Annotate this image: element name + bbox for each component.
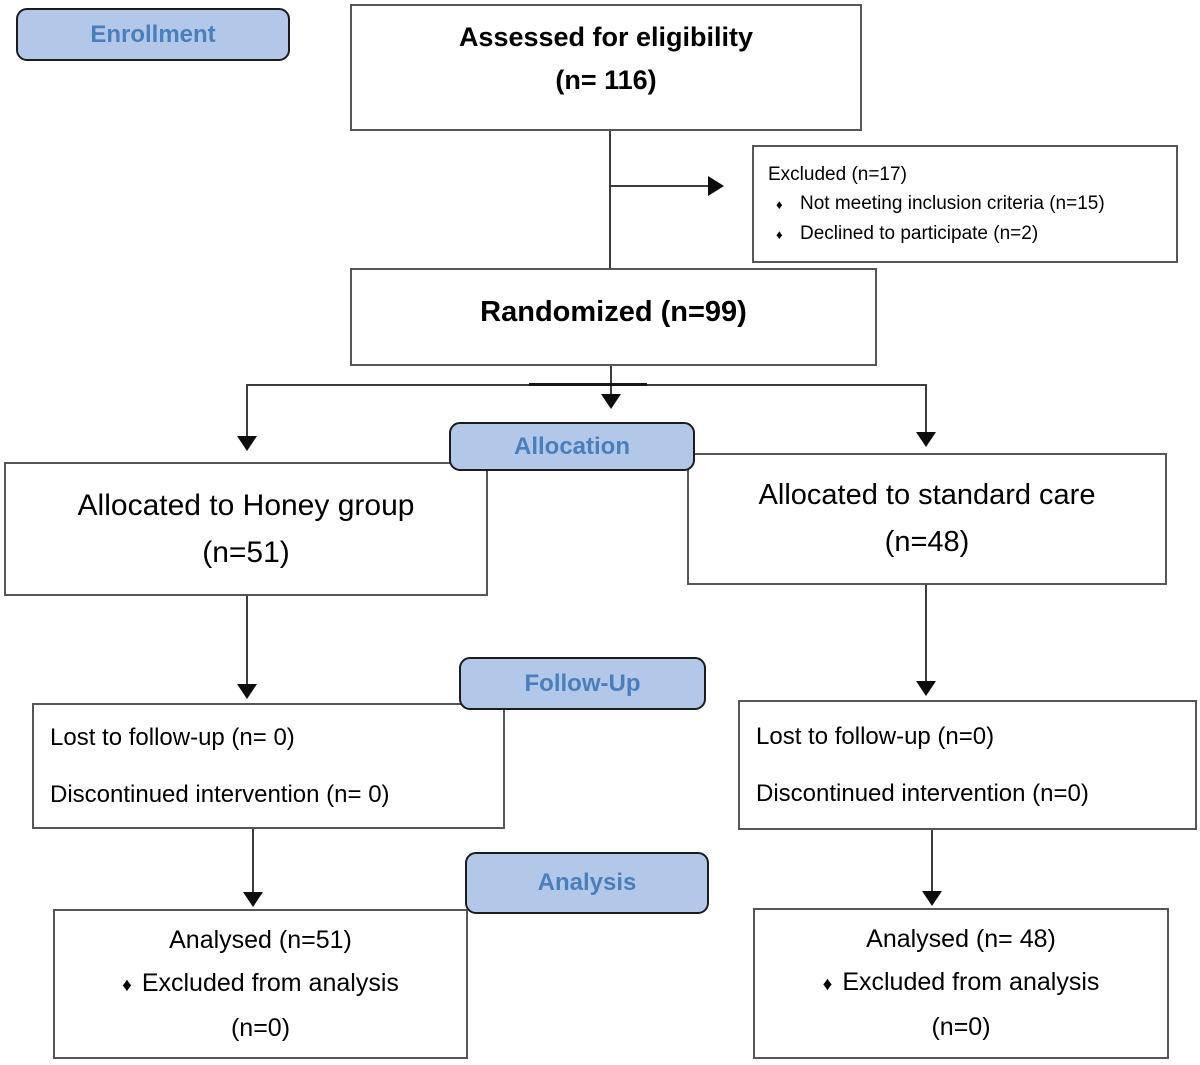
excluded-title: Excluded (n=17)	[768, 164, 907, 185]
connector-branch-to-allocation-label	[610, 384, 612, 396]
arrowhead-alloc-right	[916, 432, 936, 447]
arrowhead-fu-right	[916, 681, 936, 696]
analysis-standard-care-line1: Analysed (n= 48)	[866, 925, 1056, 953]
connector-to-excluded	[610, 185, 710, 187]
diamond-bullet-icon: ♦	[776, 197, 783, 212]
randomized-box: Randomized (n=99)	[350, 268, 877, 366]
connector-alloc-right-to-fu-right	[925, 583, 927, 683]
analysis-standard-care-line3: (n=0)	[931, 1013, 991, 1041]
allocated-standard-care-line2: (n=48)	[884, 526, 970, 558]
followup-honey-box: Lost to follow-up (n= 0) Discontinued in…	[32, 703, 505, 829]
stage-label-analysis-text: Analysis	[537, 869, 637, 896]
excluded-bullet-2: ♦ Declined to participate (n=2)	[768, 219, 1162, 249]
randomized-text: Randomized (n=99)	[480, 295, 747, 328]
allocated-honey-line1: Allocated to Honey group	[77, 489, 415, 522]
stage-label-followup: Follow-Up	[459, 657, 706, 710]
excluded-bullet-1-text: Not meeting inclusion criteria (n=15)	[800, 193, 1105, 214]
followup-standard-care-line1: Lost to follow-up (n=0)	[756, 722, 995, 750]
analysis-honey-line3: (n=0)	[230, 1013, 291, 1042]
connector-branch-to-alloc-left	[246, 384, 248, 438]
followup-honey-line1: Lost to follow-up (n= 0)	[50, 723, 295, 751]
arrowhead-excluded	[708, 176, 724, 196]
analysis-honey-box: Analysed (n=51) ♦ Excluded from analysis…	[53, 909, 468, 1059]
diamond-bullet-icon: ♦	[122, 974, 132, 996]
assessed-line1: Assessed for eligibility	[458, 22, 754, 52]
connector-fu-right-to-an-right	[931, 829, 933, 893]
analysis-honey-line2-text: Excluded from analysis	[141, 968, 399, 997]
stage-label-enrollment-text: Enrollment	[90, 20, 216, 48]
stage-label-allocation: Allocation	[449, 422, 695, 471]
arrowhead-an-left	[243, 892, 263, 907]
stage-label-followup-text: Follow-Up	[524, 669, 641, 697]
analysis-standard-care-line2-text: Excluded from analysis	[842, 968, 1100, 996]
analysis-standard-care-line2: ♦ Excluded from analysis	[823, 961, 1100, 1006]
excluded-bullet-1: ♦ Not meeting inclusion criteria (n=15)	[768, 189, 1162, 219]
branch-dark-segment	[529, 383, 647, 386]
allocated-honey-box: Allocated to Honey group (n=51)	[4, 462, 488, 596]
excluded-bullet-2-text: Declined to participate (n=2)	[800, 223, 1039, 244]
diamond-bullet-icon: ♦	[776, 227, 783, 242]
analysis-honey-line1: Analysed (n=51)	[169, 925, 352, 954]
stage-label-analysis: Analysis	[465, 852, 709, 914]
allocated-standard-care-box: Allocated to standard care (n=48)	[687, 453, 1167, 585]
followup-standard-care-line2: Discontinued intervention (n=0)	[756, 779, 1089, 807]
connector-alloc-left-to-fu-left	[246, 596, 248, 686]
diamond-bullet-icon: ♦	[822, 974, 833, 995]
excluded-box: Excluded (n=17) ♦ Not meeting inclusion …	[752, 145, 1178, 263]
connector-assessed-to-randomized	[609, 131, 611, 268]
connector-randomized-to-branch	[610, 366, 612, 386]
followup-standard-care-box: Lost to follow-up (n=0) Discontinued int…	[738, 700, 1197, 830]
connector-branch-to-alloc-right	[925, 384, 927, 434]
analysis-standard-care-box: Analysed (n= 48) ♦ Excluded from analysi…	[753, 908, 1169, 1059]
arrowhead-fu-left	[237, 684, 257, 699]
assessed-line2: (n= 116)	[555, 65, 657, 95]
arrowhead-allocation-label	[601, 394, 621, 409]
stage-label-enrollment: Enrollment	[16, 8, 290, 61]
stage-label-allocation-text: Allocation	[513, 432, 630, 460]
arrowhead-an-right	[922, 891, 942, 906]
assessed-box: Assessed for eligibility (n= 116)	[350, 4, 862, 131]
analysis-honey-line2: ♦ Excluded from analysis	[122, 962, 399, 1007]
followup-honey-line2: Discontinued intervention (n= 0)	[50, 780, 390, 808]
allocated-standard-care-line1: Allocated to standard care	[758, 479, 1096, 511]
connector-fu-left-to-an-left	[252, 828, 254, 894]
allocated-honey-line2: (n=51)	[202, 536, 290, 569]
arrowhead-alloc-left	[237, 436, 257, 451]
